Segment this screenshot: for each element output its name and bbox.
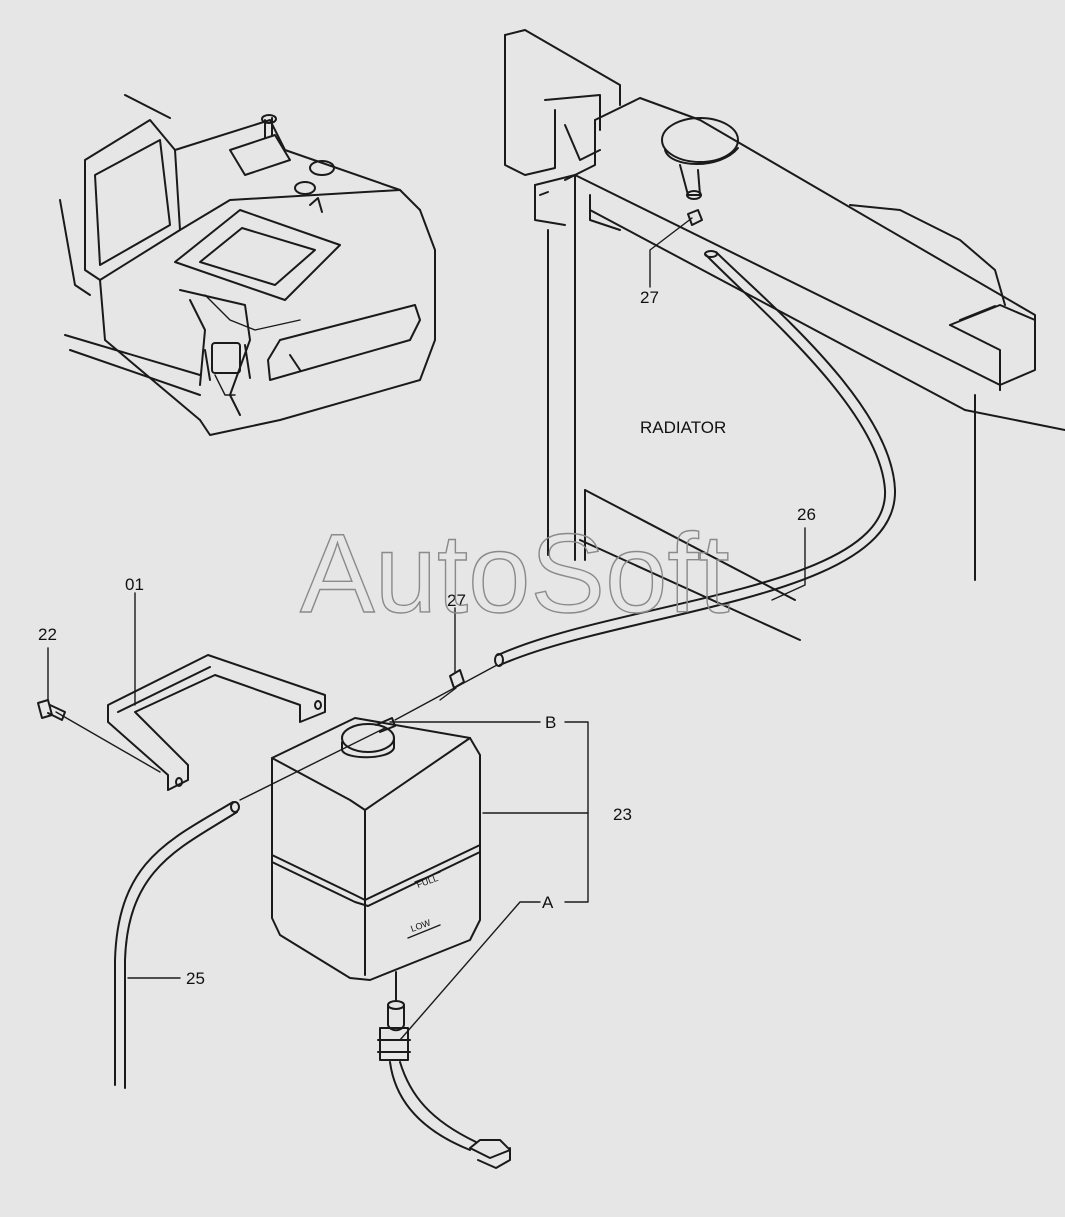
level-sensor	[377, 971, 511, 1169]
tank-low-mark: LOW	[409, 917, 432, 934]
label-01: 01	[125, 575, 144, 594]
label-radiator: RADIATOR	[640, 418, 726, 437]
hose-clamp	[439, 669, 465, 701]
watermark: AutoSoft	[300, 511, 730, 636]
tank-full-mark: FULL	[415, 873, 439, 890]
label-23: 23	[613, 805, 632, 824]
label-27-top: 27	[640, 288, 659, 307]
label-a: A	[542, 893, 554, 912]
bolt	[37, 699, 161, 773]
mounting-bracket	[107, 654, 326, 791]
label-25: 25	[186, 969, 205, 988]
overflow-hose-edge	[499, 251, 897, 666]
drain-hose	[114, 801, 234, 1086]
label-27-mid: 27	[447, 591, 466, 610]
machine-body-illustration	[59, 94, 436, 436]
radiator-illustration	[504, 29, 1065, 641]
reservoir-tank: FULL LOW	[271, 717, 481, 981]
overflow-hose	[497, 254, 887, 656]
label-26: 26	[797, 505, 816, 524]
label-b: B	[545, 713, 556, 732]
leader-lines	[47, 217, 806, 1041]
label-22: 22	[38, 625, 57, 644]
